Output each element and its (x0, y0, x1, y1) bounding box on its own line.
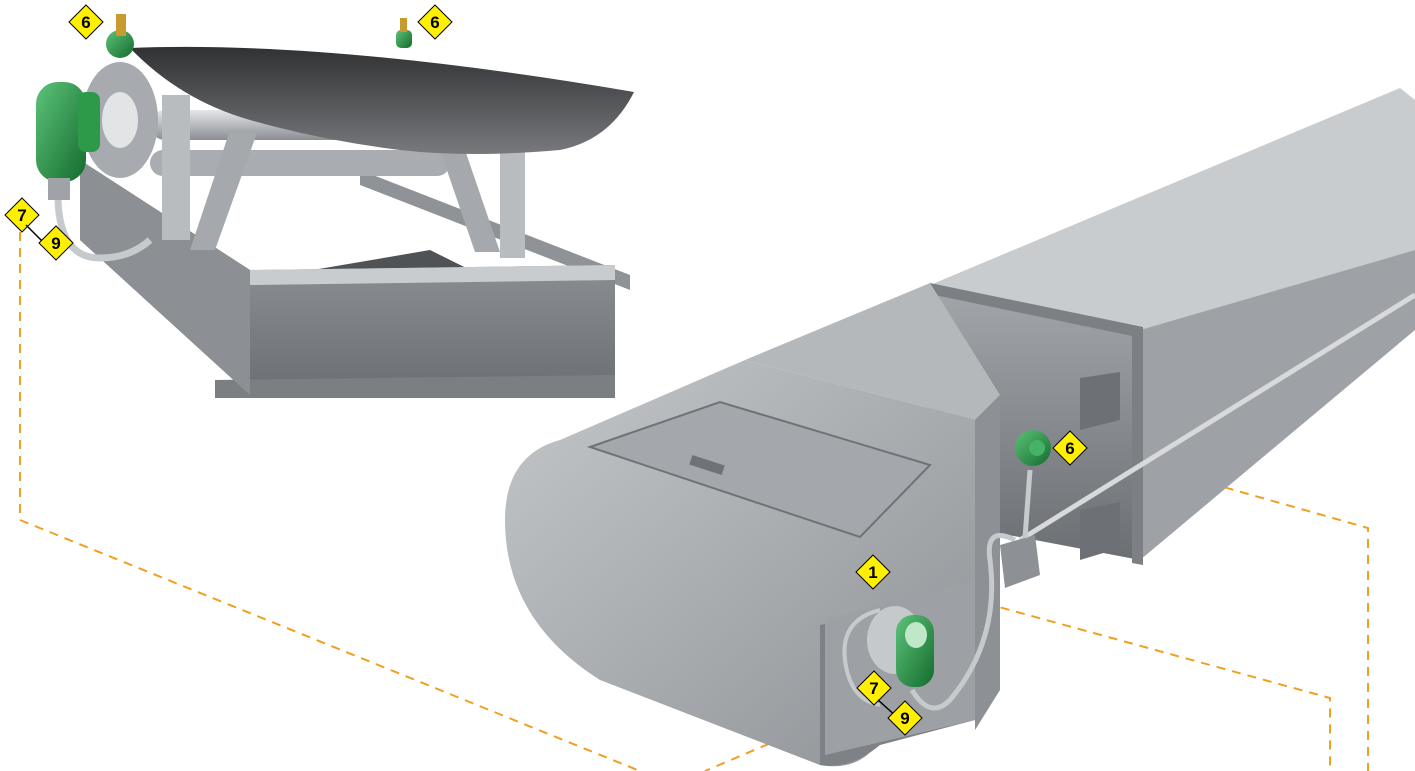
svg-text:7: 7 (17, 206, 26, 225)
access-door (586, 400, 932, 539)
svg-text:6: 6 (1065, 439, 1074, 458)
leader-line-sensor-7-9 (704, 699, 873, 771)
callout-6-main: 6 (1052, 430, 1088, 466)
junction-cable-up (1022, 469, 1033, 539)
head-section-top (745, 283, 1000, 420)
idler-stand-left (162, 95, 190, 240)
idler-stand-post (500, 140, 525, 258)
svg-text:6: 6 (430, 13, 439, 32)
leader-line-left (19, 232, 641, 771)
svg-text:7: 7 (869, 679, 878, 698)
speed-sensor-cap (78, 92, 100, 152)
idler-roller-lower (150, 150, 450, 176)
callout-6-inset-right: 6 (417, 4, 453, 40)
callout-1-main: 1 (855, 554, 891, 590)
belt-misalignment-sensor-right (396, 30, 412, 48)
callout-7-main: 7 (856, 670, 892, 706)
junction-box (1000, 535, 1040, 588)
idler-stand-diag (190, 130, 258, 250)
inspection-window-upper (1080, 372, 1120, 430)
head-section-side (975, 395, 1000, 730)
frame-rear-channel (360, 170, 630, 290)
enclosed-conveyor (505, 88, 1415, 767)
svg-text:9: 9 (51, 234, 60, 253)
svg-text:6: 6 (81, 13, 90, 32)
sensor-cable-2 (842, 608, 881, 707)
speed-sensor-cable (54, 199, 153, 262)
carrying-belt (130, 46, 634, 154)
svg-text:9: 9 (900, 709, 909, 728)
callout-7-inset: 7 (4, 197, 40, 233)
callout-9-inset: 9 (38, 225, 74, 261)
frame-front-lower-lip (215, 375, 615, 398)
guide-rail (1018, 292, 1415, 543)
callout-9-main: 9 (887, 700, 923, 736)
sensor-cable-1 (909, 533, 1017, 711)
sensor-bracket-left (116, 14, 126, 36)
shaft-speed-sensor-face (905, 622, 927, 648)
frame-side-web (80, 160, 250, 395)
belt-misalignment-sensor-left (106, 30, 134, 58)
casing-side (1140, 250, 1415, 560)
inspection-window-lower (1080, 502, 1120, 560)
door-handle (689, 454, 725, 476)
svg-text:1: 1 (868, 563, 877, 582)
casing-top (930, 88, 1415, 330)
leader-line-sensor-1 (907, 581, 1331, 771)
speed-sensor-neck (48, 178, 70, 200)
callout-6-inset-left: 6 (68, 4, 104, 40)
sensor-bracket-right (400, 18, 407, 32)
idler-stand-right (440, 150, 500, 252)
pulley-shaft (102, 92, 138, 148)
casing-proximity-sensor-face (1029, 440, 1045, 456)
inset-belt-conveyor (36, 14, 634, 398)
frame-front-flange (250, 265, 615, 285)
speed-sensor-body (36, 82, 86, 182)
callout-badges: 6 6 7 9 6 1 7 9 (4, 4, 1088, 736)
